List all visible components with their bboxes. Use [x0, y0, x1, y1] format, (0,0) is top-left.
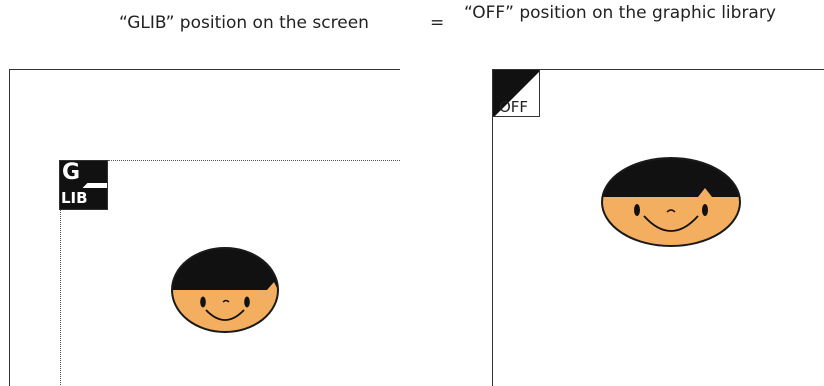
- right-caption: “OFF” position on the graphic library: [464, 2, 794, 25]
- glib-dotted-horizontal-guide: [108, 160, 400, 161]
- glib-letter-g: G: [62, 160, 80, 185]
- equals-sign: =: [430, 12, 444, 35]
- face-illustration-screen: [170, 246, 280, 334]
- glib-icon: G LIB: [59, 160, 108, 210]
- off-icon: OFF: [492, 69, 540, 117]
- screen-frame: [9, 69, 400, 386]
- left-caption: “GLIB” position on the screen: [119, 12, 369, 35]
- glib-dotted-vertical-guide: [60, 210, 61, 385]
- glib-letters-lib: LIB: [61, 189, 88, 207]
- face-illustration-library: [600, 156, 742, 248]
- off-label: OFF: [499, 98, 528, 116]
